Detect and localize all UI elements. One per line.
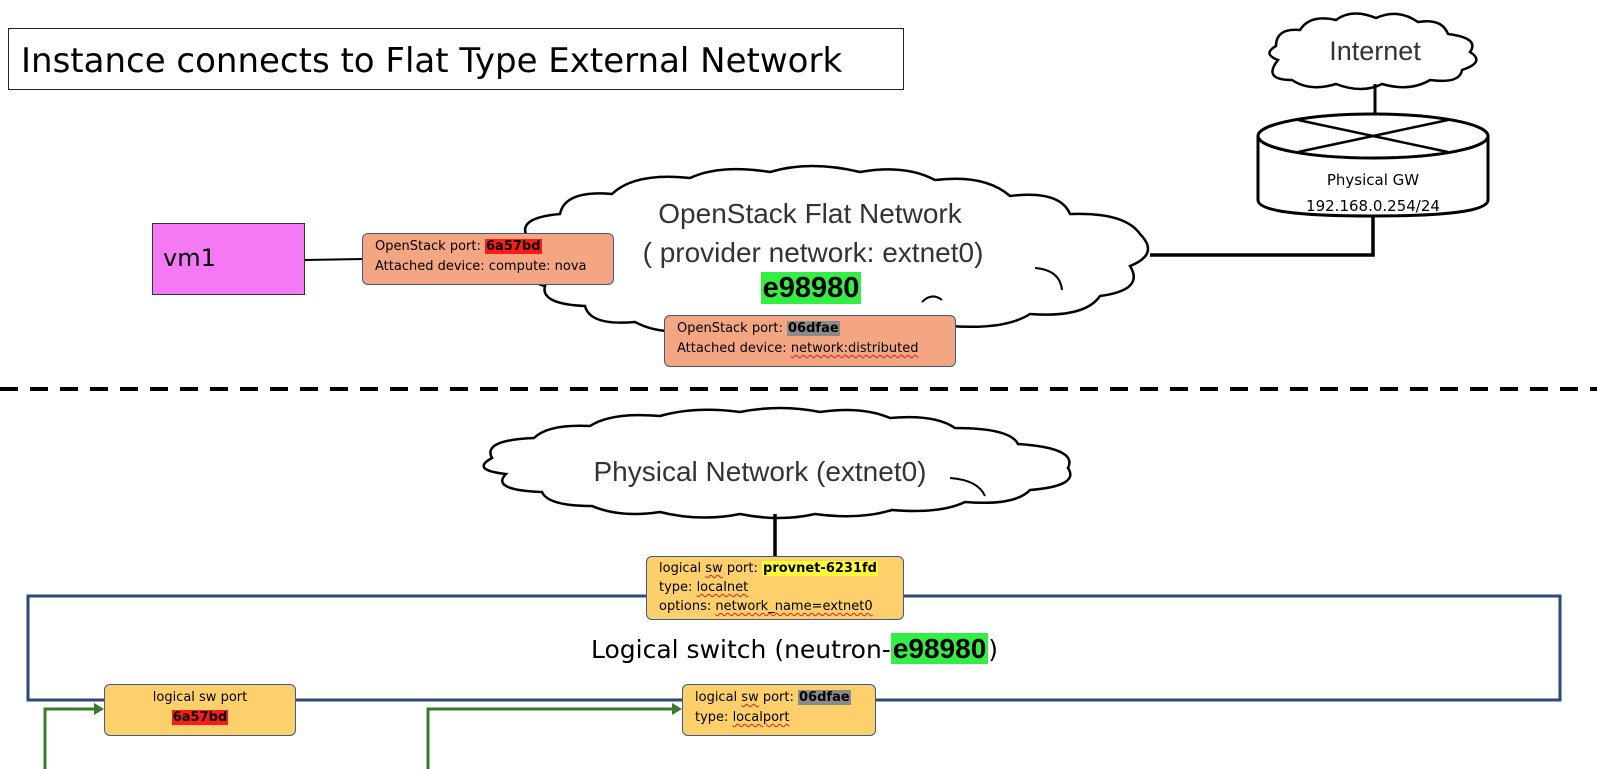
options-value: network_name=extnet0 xyxy=(715,599,873,614)
diagram-title-box: Instance connects to Flat Type External … xyxy=(8,28,904,90)
diagram-title: Instance connects to Flat Type External … xyxy=(21,41,843,81)
w3: port: xyxy=(762,690,799,705)
device-prefix: Attached device: xyxy=(677,341,791,356)
port-prefix: OpenStack port: xyxy=(375,239,486,254)
physical-network-cloud xyxy=(482,406,1072,520)
vm-port-link xyxy=(304,258,364,261)
provnet-line3: options: network_name=extnet0 xyxy=(659,597,891,616)
logical-switch-title: Logical switch (neutron-e98980) xyxy=(591,633,998,665)
logical-sw-port-vm[interactable]: logical sw port 6a57bd xyxy=(104,684,296,736)
w2: sw xyxy=(705,561,723,576)
type-prefix: type: xyxy=(695,710,733,725)
openstack-port-vm[interactable]: OpenStack port: 6a57bd Attached device: … xyxy=(362,233,614,285)
port-id: 6a57bd xyxy=(485,239,542,254)
provnet-id: provnet-6231fd xyxy=(762,561,878,576)
flat-network-line1: OpenStack Flat Network xyxy=(658,198,962,229)
lsp-vm-id: 6a57bd xyxy=(171,710,229,725)
w2: sw xyxy=(741,690,759,705)
gateway-name: Physical GW xyxy=(1326,171,1420,189)
internet-label: Internet xyxy=(1329,36,1421,66)
physical-network-label: Physical Network (extnet0) xyxy=(593,456,927,487)
vm1-label: vm1 xyxy=(163,244,216,272)
type-value: localnet xyxy=(696,580,749,595)
gateway-ip: 192.168.0.254/24 xyxy=(1306,197,1440,215)
lsp-vm-label: logical sw port xyxy=(152,690,248,705)
openstack-port-dist-line1: OpenStack port: 06dfae xyxy=(677,319,943,339)
lsp-dist-id: 06dfae xyxy=(798,690,851,705)
logical-sw-port-distributed[interactable]: logical sw port: 06dfae type: localport xyxy=(682,684,876,736)
vm-lsp-arrowhead xyxy=(94,703,104,715)
dist-lsp-arrow xyxy=(426,707,672,769)
options-prefix: options: xyxy=(659,599,716,614)
gw-network-link xyxy=(1150,216,1375,257)
flat-network-id: e98980 xyxy=(760,272,862,304)
internet-cloud xyxy=(1268,12,1478,91)
w1: logical xyxy=(695,690,738,705)
router-icon xyxy=(1256,112,1490,218)
w1: logical xyxy=(659,561,702,576)
provnet-line2: type: localnet xyxy=(659,578,891,597)
logical-sw-port-provnet[interactable]: logical sw port: provnet-6231fd type: lo… xyxy=(646,556,904,620)
switch-id: e98980 xyxy=(890,633,989,664)
switch-prefix: Logical switch (neutron- xyxy=(591,635,891,664)
openstack-port-dist-line2: Attached device: network:distributed xyxy=(677,339,943,359)
flat-network-id-wrap: e98980 xyxy=(758,272,864,305)
vm-lsp-arrow xyxy=(43,707,96,769)
type-prefix: type: xyxy=(659,580,697,595)
port-prefix: OpenStack port: xyxy=(677,321,788,336)
vm1-instance[interactable]: vm1 xyxy=(152,223,305,295)
lsp-vm-id-wrap: 6a57bd xyxy=(117,708,283,728)
type-value: localport xyxy=(732,710,790,725)
device-value: network:distributed xyxy=(790,341,919,356)
switch-suffix: ) xyxy=(988,635,999,664)
port-id: 06dfae xyxy=(787,321,840,336)
openstack-port-distributed[interactable]: OpenStack port: 06dfae Attached device: … xyxy=(664,315,956,367)
provnet-line1: logical sw port: provnet-6231fd xyxy=(659,559,891,578)
w3: port: xyxy=(726,561,763,576)
flat-network-line2: ( provider network: extnet0) xyxy=(642,237,984,268)
lsp-dist-line2: type: localport xyxy=(695,708,863,728)
dist-lsp-arrowhead xyxy=(672,703,682,715)
openstack-port-vm-line1: OpenStack port: 6a57bd xyxy=(375,237,601,257)
openstack-port-vm-device: Attached device: compute: nova xyxy=(375,259,587,274)
lsp-dist-line1: logical sw port: 06dfae xyxy=(695,688,863,708)
